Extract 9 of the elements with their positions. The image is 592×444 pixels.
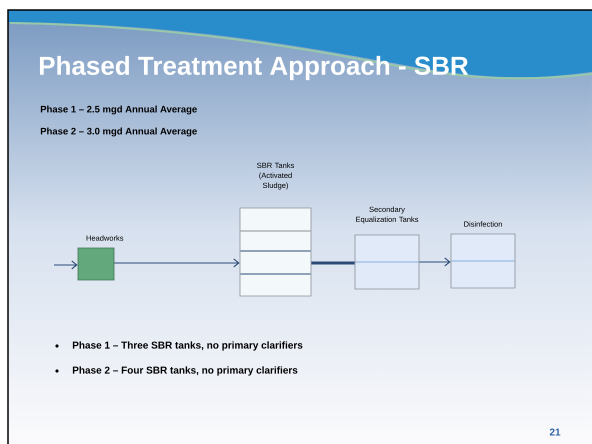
phase-text: Phase 1 – 2.5 mgd Annual Average [40,106,197,114]
phase-text: Phase 2 – 3.0 mgd Annual Average [40,128,197,136]
arrow [114,258,240,268]
slide-title: Phased Treatment Approach - SBR [40,56,468,80]
arrow [54,260,78,270]
bullet-text: Phase 1 – Three SBR tanks, no primary clarifiers [72,341,302,351]
arrow [419,258,451,266]
page-number: 21 [550,428,560,436]
bullet-text: Phase 2 – Four SBR tanks, no primary clarifiers [72,366,298,376]
